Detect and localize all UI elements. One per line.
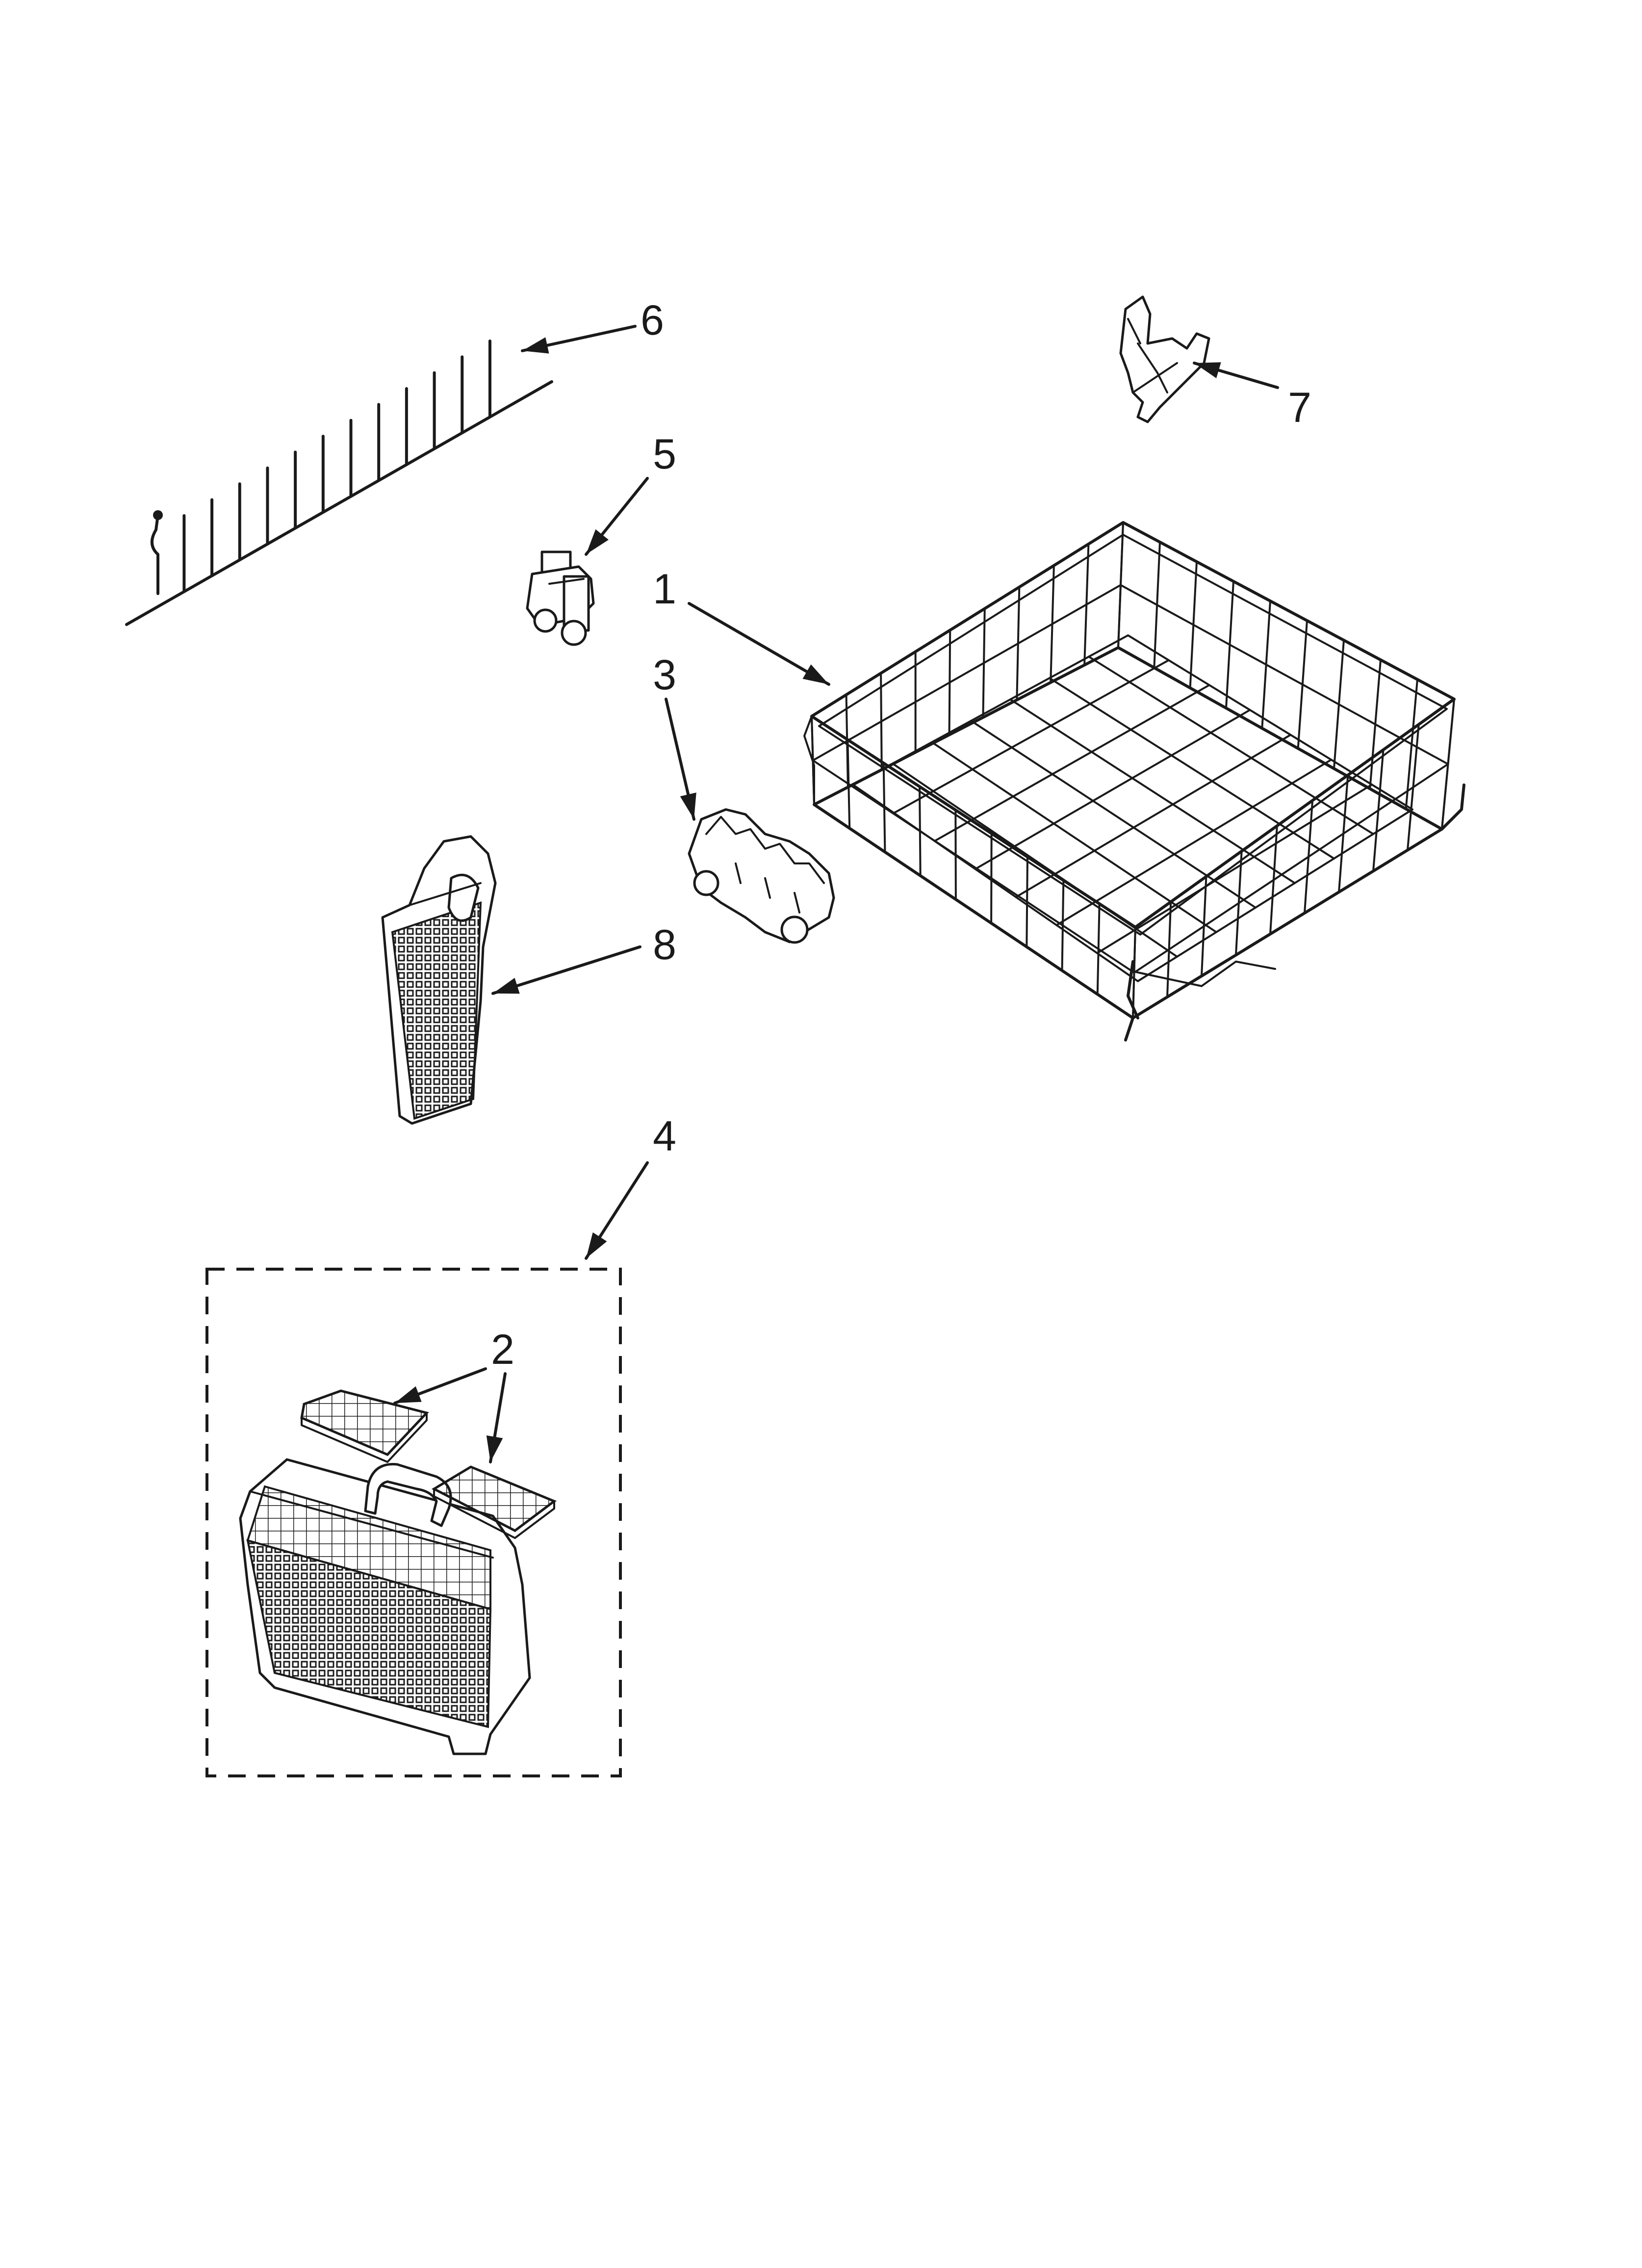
- roller-bracket-icon: [688, 808, 835, 944]
- leader-line-8: [491, 945, 641, 995]
- rack-wire: [1133, 763, 1449, 974]
- arrowhead-2: [486, 1435, 503, 1462]
- rack-floor-wire: [1049, 677, 1335, 860]
- silverware-basket-icon: [205, 1268, 622, 1777]
- callout-5: 5: [653, 431, 676, 478]
- rack-floor-wire: [933, 684, 1210, 842]
- arrowhead-3: [680, 792, 696, 819]
- roller-icon: [526, 550, 595, 646]
- rack-floor-wire: [1009, 698, 1296, 884]
- callout-8: 8: [653, 921, 676, 968]
- rack-floor-wire: [892, 762, 1178, 958]
- rack-floor-wire: [893, 659, 1170, 814]
- rack-wire: [812, 584, 1122, 761]
- arrowhead-6: [522, 337, 549, 354]
- wire-basket-icon: [803, 521, 1465, 1042]
- callout-7: 7: [1288, 384, 1311, 431]
- rack-wire: [1120, 584, 1449, 765]
- callout-2: 2: [491, 1326, 514, 1373]
- rack-floor-wire: [1088, 655, 1374, 835]
- utensil-basket-icon: [381, 835, 497, 1125]
- arrowhead-4: [586, 1232, 607, 1258]
- arrowhead-5: [586, 529, 609, 554]
- rack-floor-wire: [1096, 783, 1373, 954]
- arrowhead-7: [1194, 362, 1221, 378]
- rack-floor-wire: [974, 709, 1251, 870]
- rack-wire: [812, 759, 1135, 974]
- rack-floor-wire: [1055, 758, 1333, 926]
- tine-row-icon: [125, 339, 553, 626]
- rack-floor-wire: [1015, 733, 1292, 898]
- leader-line-1: [688, 602, 830, 686]
- arrowhead-8: [493, 978, 520, 994]
- clip-icon: [1119, 295, 1210, 423]
- callout-1: 1: [653, 566, 676, 613]
- rack-floor-wire: [970, 720, 1257, 909]
- callout-6: 6: [641, 297, 664, 344]
- arrowhead-2: [395, 1386, 422, 1403]
- arrowhead-1: [802, 664, 829, 684]
- callout-3: 3: [653, 652, 676, 699]
- callout-4: 4: [653, 1113, 676, 1160]
- rack-floor-wire: [931, 741, 1217, 933]
